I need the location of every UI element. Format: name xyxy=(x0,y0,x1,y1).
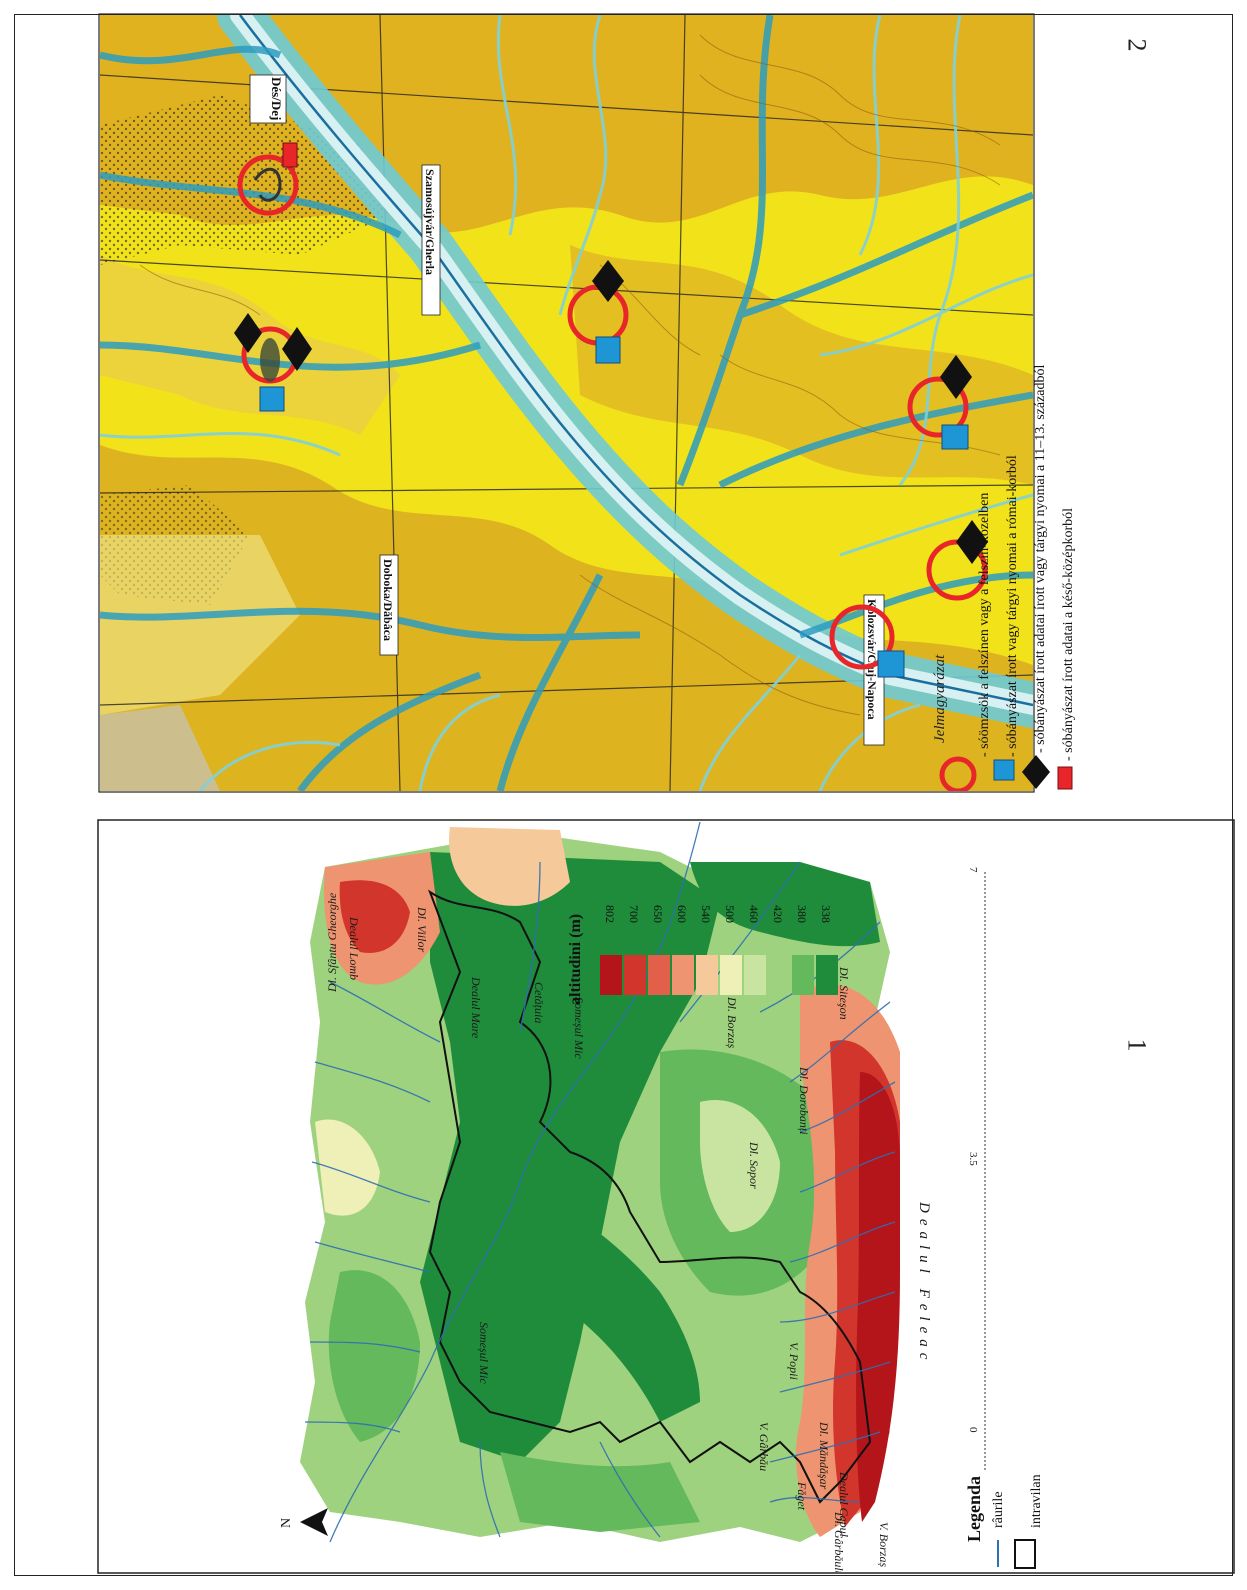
town-label-des: Dés/Dej xyxy=(269,77,284,120)
altitude-value: 500 xyxy=(723,905,737,923)
legend-2-item-diamond: - sóbányászat írott adatai írott vagy tá… xyxy=(1033,365,1048,753)
altitude-swatch xyxy=(648,955,670,995)
place-label: Dl. Borzaș xyxy=(725,996,739,1049)
ring-marker xyxy=(237,154,299,216)
north-label: N xyxy=(279,1518,294,1528)
altitude-value: 420 xyxy=(771,905,785,923)
legend-intravilan-box xyxy=(1014,1539,1036,1569)
scale-bar: 7 3.5 0 xyxy=(967,867,986,1472)
legend-ring-symbol xyxy=(939,756,977,791)
legend-1-item-intravilan: intravilan xyxy=(1029,1474,1044,1528)
ring-marker xyxy=(907,376,969,438)
salt-markers xyxy=(234,142,988,678)
altitude-swatch xyxy=(600,955,622,995)
map-1-relief: Dl. Sfântu Gheorghe Dealul Lomb Dl. Viil… xyxy=(279,822,1044,1572)
north-arrow: N xyxy=(279,1508,328,1536)
legend-2-title: Jelmagyarázat xyxy=(932,654,948,743)
diamond-marker xyxy=(592,260,624,302)
panel-1-border xyxy=(97,819,1235,1574)
scale-label: 0 xyxy=(967,1427,979,1433)
place-label: V. Popii xyxy=(787,1342,801,1380)
place-label: Făget xyxy=(795,1481,809,1511)
place-label: Dealul Feleac xyxy=(916,1201,932,1365)
diamond-marker xyxy=(956,520,988,564)
altitude-swatch xyxy=(672,955,694,995)
place-labels: Dl. Sfântu Gheorghe Dealul Lomb Dl. Viil… xyxy=(325,892,932,1572)
diamond-marker xyxy=(234,313,262,353)
north-arrow-icon xyxy=(300,1508,328,1536)
place-label: Someșul Mic xyxy=(572,997,586,1059)
altitude-swatch xyxy=(792,955,814,995)
altitude-value: 600 xyxy=(675,905,689,923)
map-2-geological: Dés/Dej Szamosújvár/Gherla Doboka/Dăbâca… xyxy=(100,15,1033,791)
altitude-value: 540 xyxy=(699,905,713,923)
square-marker xyxy=(595,336,621,364)
place-label: V. Borzaș xyxy=(877,1522,891,1567)
altitude-value: 380 xyxy=(795,905,809,923)
legend-diamond-symbol xyxy=(1022,755,1050,789)
place-label: Dl. Siteşon xyxy=(837,966,851,1020)
town-label-szamosujvar: Szamosújvár/Gherla xyxy=(423,169,437,275)
scale-label: 7 xyxy=(967,867,979,873)
altitude-title: altitudini (m) xyxy=(567,914,584,1005)
place-label: Dl. Sopor xyxy=(747,1141,761,1189)
place-label: Dealul Lomb xyxy=(347,916,361,980)
altitude-swatch xyxy=(720,955,742,995)
place-label: Dealul Capul xyxy=(837,1471,851,1538)
altitude-swatch xyxy=(696,955,718,995)
altitude-value: 802 xyxy=(603,905,617,923)
place-label: Dl. Dorobanți xyxy=(797,1066,811,1135)
scale-label: 3.5 xyxy=(967,1152,979,1166)
altitude-value: 650 xyxy=(651,905,665,923)
ring-marker xyxy=(829,604,895,670)
legend-1-item-river: râurile xyxy=(991,1491,1006,1528)
legend-1: Legenda râurile intravilan xyxy=(964,1474,1044,1569)
town-labels: Dés/Dej Szamosújvár/Gherla Doboka/Dăbâca… xyxy=(249,74,885,746)
legend-square-symbol xyxy=(993,759,1015,781)
town-label-kolozsvar: Kolozsvár/Cluj-Napoca xyxy=(865,599,879,720)
intravilan-boundary xyxy=(427,889,872,1504)
panel-number-2: 2 xyxy=(1122,38,1152,52)
square-marker xyxy=(877,650,905,678)
place-label: Dl. Sfântu Gheorghe xyxy=(325,892,339,993)
place-label: V. Gârbău xyxy=(757,1422,771,1471)
legend-1-title: Legenda xyxy=(964,1476,984,1542)
altitude-value: 700 xyxy=(627,905,641,923)
red-rect-marker xyxy=(282,142,298,168)
legend-2-item-square: - sóbányászat írott vagy tárgyi nyomai a… xyxy=(1005,455,1020,757)
town-label-doboka: Doboka/Dăbâca xyxy=(381,559,395,641)
place-label: Dl. Viilor xyxy=(415,906,429,952)
square-marker xyxy=(941,424,969,450)
altitude-value: 460 xyxy=(747,905,761,923)
altitude-swatch xyxy=(816,955,838,995)
place-label: Someșul Mic xyxy=(477,1322,491,1384)
place-label: Cetățuia xyxy=(532,982,546,1023)
legend-2-item-rect: - sóbányászat írott adatai a késő-középk… xyxy=(1061,508,1076,761)
legend-2-item-ring: - sóömzsök a felszínen vagy a felszín-kö… xyxy=(977,493,992,757)
place-label: Dl. Măndăşar xyxy=(817,1421,831,1490)
altitude-swatch xyxy=(624,955,646,995)
place-label: Dealul Mare xyxy=(469,976,483,1039)
panel-2-map-border xyxy=(98,13,1035,793)
diamond-marker xyxy=(940,355,972,399)
place-label: Dl. Gârbăului xyxy=(832,1511,846,1572)
altitude-value: 338 xyxy=(819,905,833,923)
map-2-legend: Jelmagyarázat - sóömzsök a felszínen vag… xyxy=(932,365,1076,791)
altitude-swatch xyxy=(768,955,790,995)
altitude-scale: altitudini (m) 802 700 650 600 540 500 460 420 3… xyxy=(567,905,838,1005)
diamond-marker xyxy=(282,327,312,371)
altitude-swatch xyxy=(744,955,766,995)
legend-red-rect-symbol xyxy=(1057,766,1073,790)
square-marker xyxy=(259,386,285,412)
